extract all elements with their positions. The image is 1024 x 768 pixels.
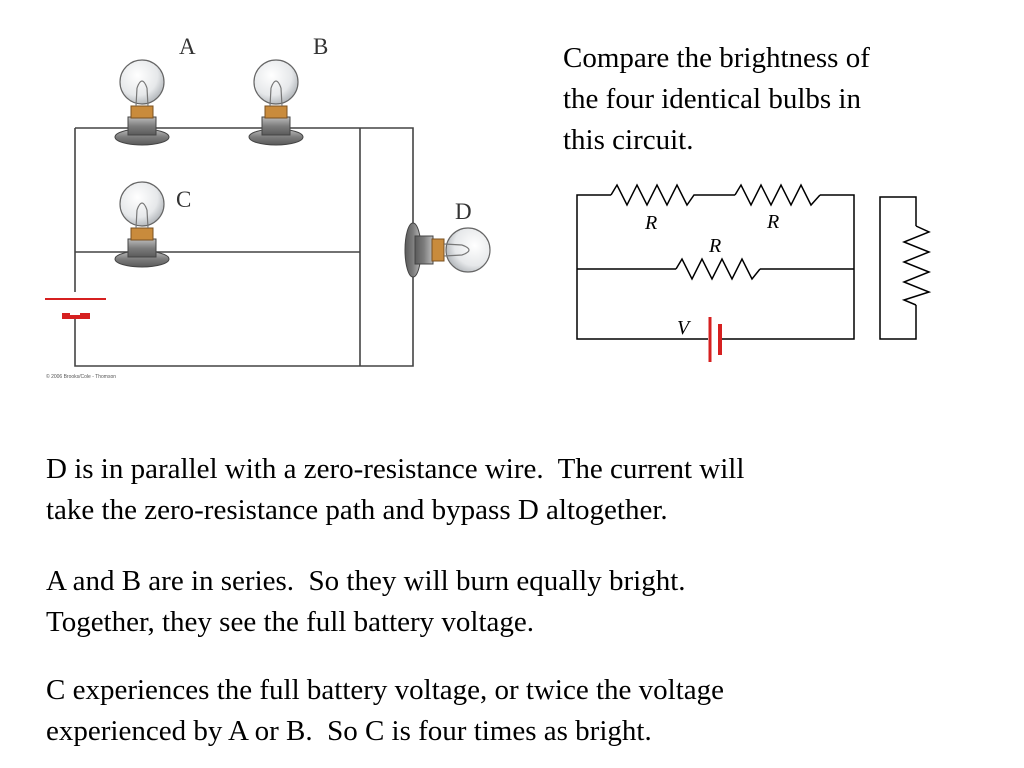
resistor-schematic: R R R V bbox=[576, 183, 932, 362]
explanation-line: A and B are in series. So they will burn… bbox=[46, 565, 686, 597]
explanation-line: take the zero-resistance path and bypass… bbox=[46, 494, 668, 526]
resistor-zigzag bbox=[734, 183, 821, 207]
bulb-label-a: A bbox=[179, 34, 196, 59]
battery-symbol bbox=[45, 292, 106, 319]
circuit-wires bbox=[74, 127, 414, 367]
resistor-zigzag bbox=[610, 183, 735, 207]
voltage-label-v: V bbox=[677, 317, 692, 339]
question-text: Compare the brightness of the four ident… bbox=[563, 38, 953, 161]
resistor-label-r: R bbox=[644, 212, 657, 234]
explanation-paragraph: D is in parallel with a zero-resistance … bbox=[46, 449, 946, 531]
resistor-zigzag bbox=[675, 257, 761, 281]
schematic-wire bbox=[576, 194, 708, 340]
bulb-d bbox=[404, 222, 491, 278]
resistor-zigzag bbox=[901, 225, 932, 306]
question-line: this circuit. bbox=[563, 124, 694, 156]
bulb-label-b: B bbox=[313, 34, 328, 59]
explanation-line: experienced by A or B. So C is four time… bbox=[46, 715, 652, 747]
resistor-label-r: R bbox=[766, 211, 779, 233]
schematic-wire bbox=[721, 194, 855, 340]
bulb-b bbox=[248, 59, 304, 146]
resistor-label-r: R bbox=[708, 235, 721, 257]
question-line: Compare the brightness of bbox=[563, 42, 870, 74]
question-line: the four identical bulbs in bbox=[563, 83, 861, 115]
copyright-notice: © 2006 Brooks/Cole - Thomson bbox=[46, 374, 117, 380]
bulb-circuit-diagram: A B C D bbox=[45, 34, 491, 367]
explanation-paragraph: A and B are in series. So they will burn… bbox=[46, 561, 946, 643]
explanation-line: Together, they see the full battery volt… bbox=[46, 606, 535, 638]
bulb-label-c: C bbox=[176, 187, 191, 212]
bulb-c bbox=[114, 181, 170, 268]
explanation-paragraph: C experiences the full battery voltage, … bbox=[46, 670, 946, 752]
schematic-wire bbox=[879, 196, 917, 340]
explanation-line: C experiences the full battery voltage, … bbox=[46, 674, 725, 706]
bulb-label-d: D bbox=[455, 199, 472, 224]
bulb-a bbox=[114, 59, 170, 146]
explanation-line: D is in parallel with a zero-resistance … bbox=[46, 453, 745, 485]
